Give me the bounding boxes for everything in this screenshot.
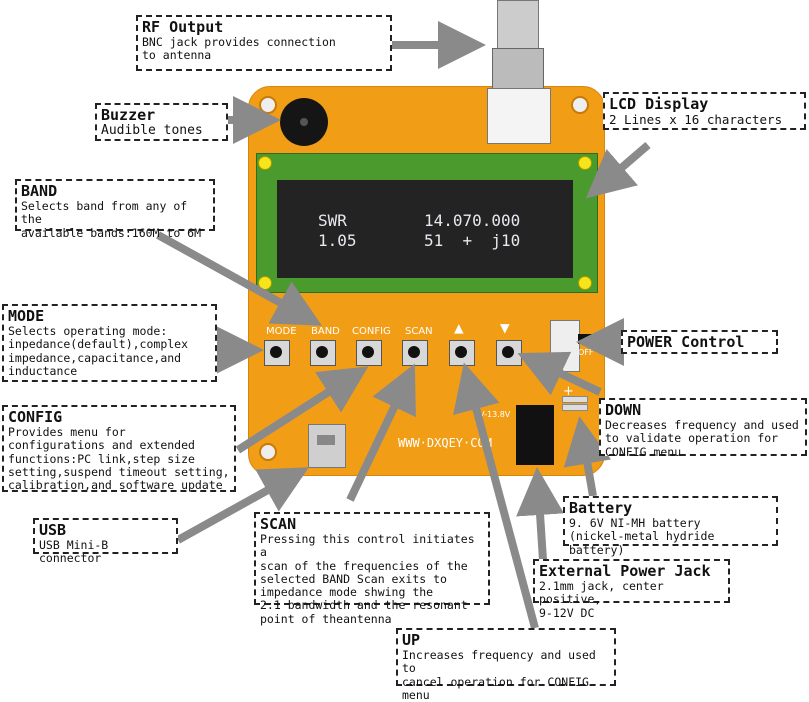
scan-button[interactable]	[402, 340, 428, 366]
arrow-scan	[346, 363, 416, 502]
callout-ext-power: External Power Jack 2.1mm jack, center p…	[533, 559, 730, 619]
callout-rf-output: RF Output BNC jack provides connection t…	[136, 15, 392, 71]
arrow-lcd	[585, 141, 651, 199]
callout-desc: Audible tones	[101, 123, 203, 139]
down-arrow-icon: ▼	[500, 318, 510, 337]
callout-usb: USB USB Mini-B connector	[33, 518, 178, 565]
callout-lcd: LCD Display 2 Lines x 16 characters	[603, 92, 806, 130]
callout-desc: 9. 6V NI-MH battery (nickel-metal hydrid…	[569, 516, 715, 557]
battery-connector	[562, 396, 588, 416]
callout-scan: SCAN Pressing this control initiates a s…	[254, 512, 490, 625]
band-button[interactable]	[310, 340, 336, 366]
lcd-line-1: SWR 14.070.000	[318, 211, 521, 230]
band-button-label: BAND	[311, 326, 340, 337]
callout-desc: USB Mini-B connector	[39, 538, 109, 566]
callout-title: Buzzer	[101, 106, 156, 124]
callout-buzzer: Buzzer Audible tones	[95, 103, 228, 141]
callout-band: BAND Selects band from any of the availa…	[15, 179, 215, 239]
callout-title: DOWN	[605, 401, 642, 419]
scan-button-label: SCAN	[405, 326, 433, 337]
callout-config: CONFIG Provides menu for configurations …	[2, 405, 236, 492]
callout-desc: 2 Lines x 16 characters	[609, 112, 783, 128]
callout-title: POWER Control	[627, 333, 745, 351]
callout-desc: 2.1mm jack, center positive, 9-12V DC	[539, 579, 664, 620]
callout-desc: Increases frequency and used to cancel o…	[402, 648, 596, 702]
callout-desc: Decreases frequency and used to validate…	[605, 418, 799, 459]
callout-desc: Selects band from any of the available b…	[21, 199, 202, 240]
callout-up: UP Increases frequency and used to cance…	[396, 628, 616, 702]
lcd-line-2: 1.05 51 + j10	[318, 231, 521, 250]
callout-desc: Pressing this control initiates a scan o…	[260, 532, 475, 626]
callout-title: BAND	[21, 182, 58, 200]
callout-title: SCAN	[260, 515, 297, 533]
callout-down: DOWN Decreases frequency and used to val…	[599, 398, 807, 459]
mount-hole	[259, 443, 277, 461]
lcd-screw	[578, 276, 592, 290]
arrow-usb	[176, 467, 309, 544]
callout-title: RF Output	[142, 18, 224, 36]
lcd-screw	[258, 156, 272, 170]
mode-button[interactable]	[264, 340, 290, 366]
callout-title: USB	[39, 521, 67, 539]
mode-button-label: MODE	[266, 326, 297, 337]
arrow-down	[517, 351, 602, 396]
power-jack	[516, 405, 554, 465]
callout-title: CONFIG	[8, 408, 63, 426]
arrow-config	[235, 366, 369, 454]
callout-desc: Selects operating mode: inpedance(defaul…	[8, 324, 189, 378]
config-button-label: CONFIG	[352, 326, 391, 337]
website-label: WWW·DXQEY·COM	[398, 436, 492, 450]
arrow-band	[156, 231, 322, 326]
callout-title: UP	[402, 631, 421, 649]
callout-title: LCD Display	[609, 95, 709, 113]
callout-desc: BNC jack provides connection to antenna	[142, 35, 336, 63]
callout-mode: MODE Selects operating mode: inpedance(d…	[2, 304, 217, 382]
up-arrow-icon: ▲	[454, 318, 464, 337]
arrow-battery	[563, 416, 612, 497]
callout-title: Battery	[569, 499, 633, 517]
config-button[interactable]	[356, 340, 382, 366]
arrow-ext-power	[516, 467, 565, 561]
lcd-screen	[277, 180, 573, 278]
callout-desc: Provides menu for configurations and ext…	[8, 425, 230, 493]
arrow-up	[453, 362, 539, 630]
bnc-jack	[487, 88, 551, 144]
usb-port	[308, 424, 346, 468]
callout-title: MODE	[8, 307, 45, 325]
callout-power: POWER Control	[621, 330, 778, 354]
callout-battery: Battery 9. 6V NI-MH battery (nickel-meta…	[563, 496, 778, 556]
callout-title: External Power Jack	[539, 562, 711, 580]
buzzer-icon	[280, 98, 328, 146]
mount-hole	[571, 96, 589, 114]
